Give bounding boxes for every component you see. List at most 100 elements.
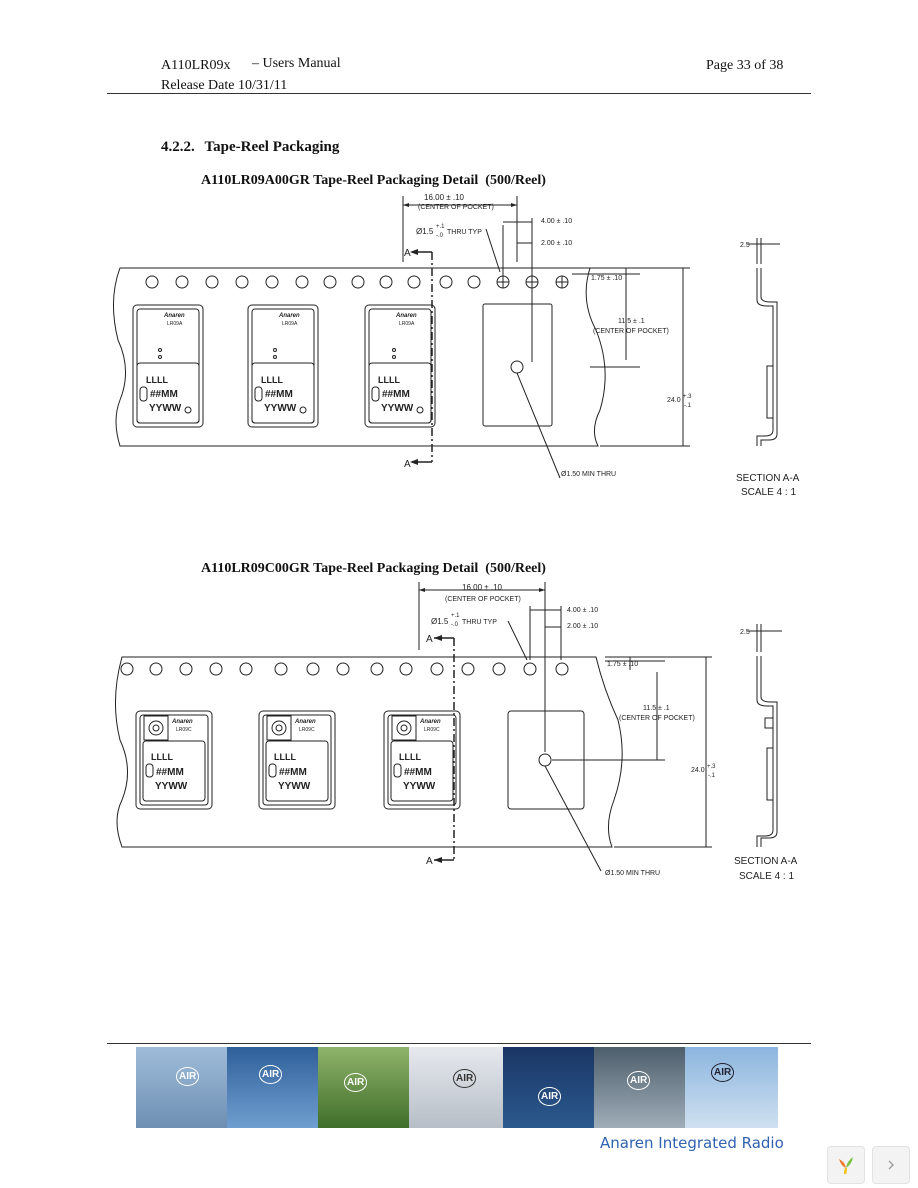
section-label-bottom-2: A (426, 856, 433, 867)
dim-11-5: 11.5 ± .1 (618, 318, 645, 325)
marking-id-2: ##MM (265, 389, 293, 400)
dim-width-plus-2: +.3 (707, 764, 716, 770)
header-rule (107, 93, 811, 94)
dim-pitch-note-2: (CENTER OF POCKET) (445, 596, 521, 603)
dim-11-5-2: 11.5 ± .1 (643, 705, 670, 712)
dim-width-plus: +.3 (683, 394, 692, 400)
section-title: SECTION A-A (736, 473, 800, 484)
footer-panel-ski: AIR (227, 1047, 318, 1128)
section-title-2: SECTION A-A (734, 856, 798, 867)
marking-date-c3: YYWW (403, 781, 436, 792)
figure-1-caption: A110LR09A00GR Tape-Reel Packaging Detail… (201, 173, 546, 188)
dim-hole-note-2: THRU TYP (462, 619, 497, 626)
module-pocket-2 (247, 304, 319, 428)
viewer-logo-icon (839, 1157, 853, 1175)
marking-id-c2: ##MM (279, 767, 307, 778)
module-part-c2: LR09C (299, 727, 315, 733)
dim-pitch: 16.00 ± .10 (424, 193, 465, 202)
module-brand-1: Anaren (163, 313, 185, 319)
marking-date-1: YYWW (149, 403, 182, 414)
air-badge-6: AIR (627, 1071, 651, 1090)
dim-1-75-2: 1.75 ± .10 (607, 661, 638, 668)
module-pocket-c3 (383, 710, 461, 810)
module-brand-c3: Anaren (419, 719, 441, 725)
marking-date-c1: YYWW (155, 781, 188, 792)
dim-width-minus: -.1 (684, 403, 692, 409)
marking-lot-c2: LLLL (274, 752, 296, 762)
dim-4-00: 4.00 ± .10 (541, 218, 572, 225)
marking-lot-2: LLLL (261, 375, 283, 385)
module-pocket-c1 (135, 710, 213, 810)
module-part-c3: LR09C (424, 727, 440, 733)
module-part-2: LR09A (282, 321, 298, 327)
carrier-tape-outline (112, 267, 606, 447)
pocket-center-hole-2 (538, 753, 552, 767)
section-label-top-2: A (426, 634, 433, 645)
marking-date-3: YYWW (381, 403, 414, 414)
dim-width-minus-2: -.1 (708, 773, 716, 779)
section-heading: 4.2.2. Tape-Reel Packaging (161, 139, 339, 156)
footer-panel-skateboard: AIR (136, 1047, 227, 1128)
footer-brand-line: Anaren Integrated Radio (600, 1134, 784, 1152)
dim-min-thru-2: Ø1.50 MIN THRU (605, 870, 660, 877)
dim-2-00: 2.00 ± .10 (541, 240, 572, 247)
footer-panel-jump: AIR (685, 1047, 778, 1128)
dim-hole-minus-2: -.0 (451, 622, 459, 628)
footer-panel-snowboard: AIR (409, 1047, 503, 1128)
header-page-number: Page 33 of 38 (706, 58, 784, 73)
module-pocket-1 (132, 304, 204, 428)
marking-lot-c3: LLLL (399, 752, 421, 762)
dim-hole-plus: +.1 (436, 224, 445, 230)
dim-2-00-2: 2.00 ± .10 (567, 623, 598, 630)
module-part-1: LR09A (167, 321, 183, 327)
dim-thickness-2: 2.5 (740, 629, 750, 636)
marking-id-1: ##MM (150, 389, 178, 400)
air-badge-7: AIR (711, 1063, 735, 1082)
marking-id-3: ##MM (382, 389, 410, 400)
section-label-bottom: A (404, 459, 411, 470)
dim-thickness: 2.5 (740, 242, 750, 249)
dim-min-thru: Ø1.50 MIN THRU (561, 471, 616, 478)
dim-4-00-2: 4.00 ± .10 (567, 607, 598, 614)
module-brand-3: Anaren (395, 313, 417, 319)
air-badge-4: AIR (453, 1069, 477, 1088)
module-pocket-3 (364, 304, 436, 428)
air-badge-1: AIR (176, 1067, 200, 1086)
section-title: Tape-Reel Packaging (204, 139, 340, 155)
marking-lot-1: LLLL (146, 375, 168, 385)
dim-width: 24.0 (667, 397, 681, 404)
marking-id-c3: ##MM (404, 767, 432, 778)
module-pocket-c2 (258, 710, 336, 810)
chevron-right-icon (888, 1160, 894, 1170)
marking-date-c2: YYWW (278, 781, 311, 792)
module-brand-c1: Anaren (171, 719, 193, 725)
viewer-logo-button[interactable] (827, 1146, 865, 1184)
next-page-button[interactable] (872, 1146, 910, 1184)
section-number: 4.2.2. (161, 139, 195, 155)
footer-panel-bike: AIR (318, 1047, 409, 1128)
footer-panel-kayak: AIR (594, 1047, 685, 1128)
module-brand-c2: Anaren (294, 719, 316, 725)
module-brand-2: Anaren (278, 313, 300, 319)
module-part-3: LR09A (399, 321, 415, 327)
marking-id-c1: ##MM (156, 767, 184, 778)
footer-rule (107, 1043, 811, 1044)
empty-pocket (482, 303, 553, 427)
header-doc-title: – Users Manual (252, 56, 341, 71)
marking-lot-c1: LLLL (151, 752, 173, 762)
footer-panel-windsurf: AIR (503, 1047, 594, 1128)
tape-reel-drawing-c: LLLL ##MM YYWW Anaren LR09C LLLL ##MM YY… (115, 582, 798, 882)
header-model: A110LR09x (161, 58, 231, 73)
dim-width-2: 24.0 (691, 767, 705, 774)
dim-hole-note: THRU TYP (447, 229, 482, 236)
dim-hole: Ø1.5 (416, 227, 434, 236)
footer-photo-strip: AIR AIR AIR AIR AIR AIR AIR (136, 1047, 778, 1128)
dim-hole-plus-2: +.1 (451, 613, 460, 619)
marking-lot-3: LLLL (378, 375, 400, 385)
air-badge-5: AIR (538, 1087, 562, 1106)
section-profile (747, 238, 780, 446)
dim-hole-minus: -.0 (436, 233, 444, 239)
tape-reel-drawing-a: LLLL ##MM YYWW Anaren LR09A LLLL ##MM YY… (112, 193, 800, 498)
figure-2-caption: A110LR09C00GR Tape-Reel Packaging Detail… (201, 561, 546, 576)
section-scale-2: SCALE 4 : 1 (739, 871, 794, 882)
